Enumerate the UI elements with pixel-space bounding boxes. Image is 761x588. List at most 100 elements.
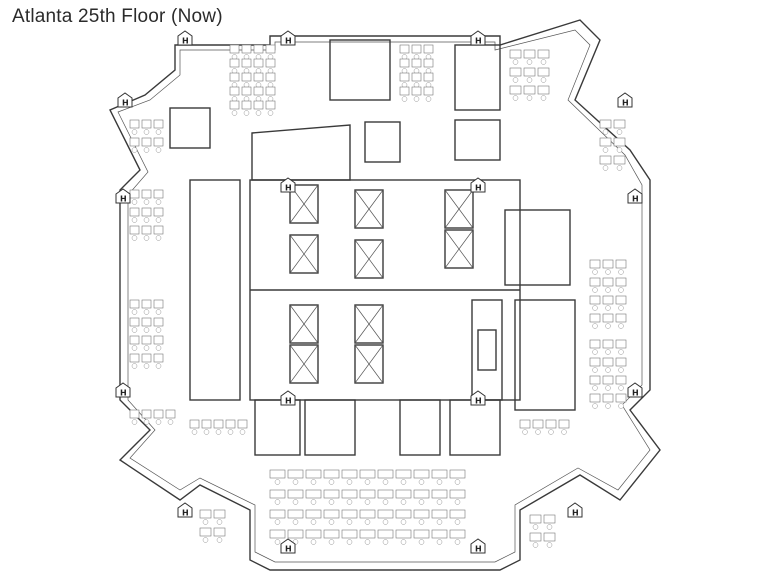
chair (346, 539, 353, 545)
desk (253, 58, 264, 68)
chair (155, 199, 162, 205)
column-marker-label: H (285, 397, 292, 406)
desk (395, 489, 412, 499)
desk (141, 409, 152, 419)
column-marker (617, 92, 633, 108)
desk (431, 509, 448, 519)
desk (529, 514, 542, 524)
chair (143, 129, 150, 135)
desk (129, 119, 140, 129)
desk (431, 529, 448, 539)
elevator-shaft (354, 239, 384, 279)
chair (227, 429, 234, 435)
chair (328, 479, 335, 485)
desk (129, 335, 140, 345)
desk (241, 100, 252, 110)
chair (526, 95, 533, 101)
chair (155, 235, 162, 241)
desk (341, 489, 358, 499)
desk (615, 313, 627, 323)
desk (377, 469, 394, 479)
chair (155, 345, 162, 351)
desk (599, 137, 612, 147)
desk (153, 137, 164, 147)
chair (346, 479, 353, 485)
chair (155, 147, 162, 153)
desk (253, 72, 264, 82)
column-marker (470, 390, 486, 406)
core (169, 39, 576, 456)
chair (216, 519, 223, 525)
desk (213, 527, 226, 537)
elevator-shaft (354, 189, 384, 229)
chair (532, 542, 539, 548)
desk (229, 100, 240, 110)
desk (589, 313, 601, 323)
column-marker (280, 177, 296, 193)
desk (523, 85, 536, 95)
desk (269, 469, 286, 479)
chair (535, 429, 541, 435)
desk (341, 529, 358, 539)
desk (129, 299, 140, 309)
column-marker (280, 30, 296, 46)
desk (253, 44, 264, 54)
chair (143, 147, 150, 153)
elevator-shaft-x (289, 234, 319, 274)
elevator-shaft-x (444, 189, 474, 229)
chair (243, 110, 250, 116)
chair (418, 499, 425, 505)
chair (143, 199, 150, 205)
chair (618, 269, 624, 275)
chair (561, 429, 567, 435)
chair (454, 539, 461, 545)
desk (423, 72, 434, 82)
desk (413, 529, 430, 539)
chair (310, 499, 317, 505)
desk (509, 49, 522, 59)
desk (253, 100, 264, 110)
desk (241, 86, 252, 96)
desk (265, 100, 276, 110)
desk (129, 207, 140, 217)
desk (602, 259, 614, 269)
desk (589, 393, 601, 403)
chair (131, 363, 138, 369)
desk (341, 469, 358, 479)
chair (592, 367, 598, 373)
chair (155, 129, 162, 135)
elevator-shaft-x (289, 304, 319, 344)
desk (615, 375, 627, 385)
column-marker (567, 502, 583, 518)
chair (292, 479, 299, 485)
desk (141, 317, 152, 327)
chair (616, 129, 623, 135)
chair (155, 419, 162, 425)
chair (592, 385, 598, 391)
desk (287, 489, 304, 499)
chair (436, 499, 443, 505)
chair (454, 519, 461, 525)
chair (155, 363, 162, 369)
chair (605, 287, 611, 293)
desk (537, 67, 550, 77)
desk (229, 86, 240, 96)
desk (602, 295, 614, 305)
desk (141, 225, 152, 235)
chair (292, 499, 299, 505)
chair (274, 499, 281, 505)
desk (449, 489, 466, 499)
desk (201, 419, 212, 429)
chair (382, 479, 389, 485)
column-marker-label: H (285, 184, 292, 193)
desk (537, 85, 550, 95)
chair (618, 287, 624, 293)
chair (267, 110, 274, 116)
desk (129, 189, 140, 199)
desk (509, 85, 522, 95)
desk (241, 44, 252, 54)
desk (323, 509, 340, 519)
chair (512, 77, 519, 83)
desk (532, 419, 544, 429)
desk (413, 469, 430, 479)
